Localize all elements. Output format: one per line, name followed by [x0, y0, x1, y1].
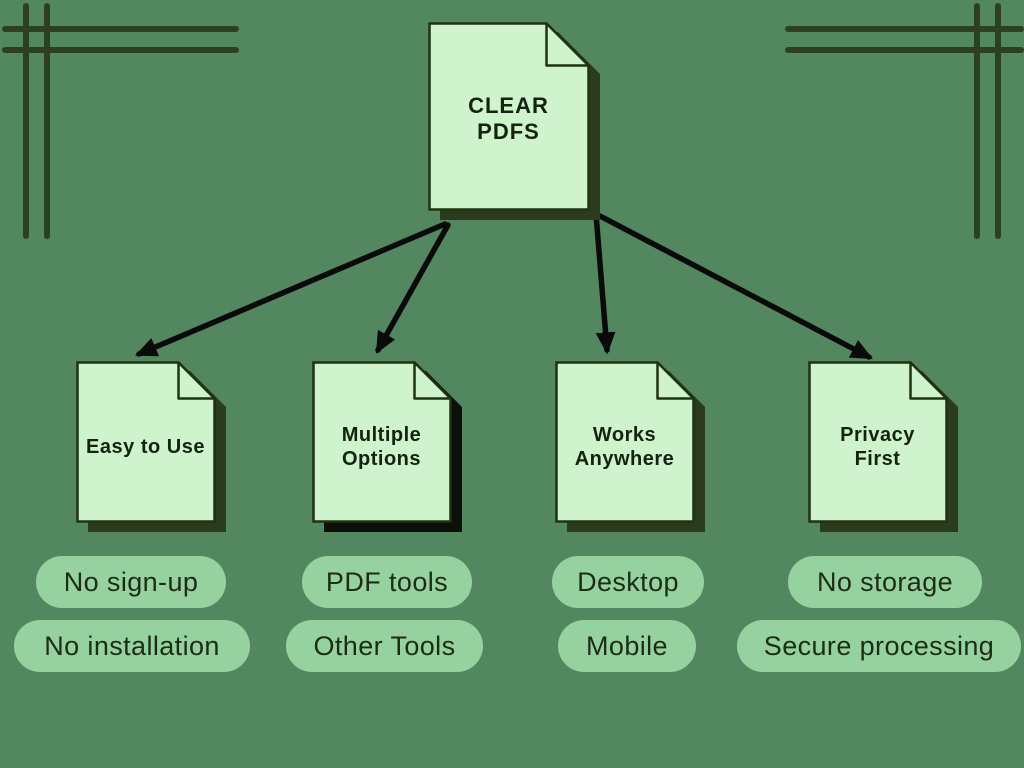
document-icon: [555, 361, 705, 532]
document-page: [312, 361, 452, 523]
corner-line: [785, 26, 1024, 32]
feature-document-easy-to-use: Easy to Use: [76, 361, 228, 536]
tag-pill-no-sign-up: No sign-up: [36, 556, 226, 608]
root-document-label: CLEAR PDFS: [468, 92, 549, 144]
corner-line: [2, 26, 239, 32]
tag-pill-secure-processing: Secure processing: [737, 620, 1021, 672]
document-icon: [428, 22, 600, 220]
arrow-root-to-multiple-options: [375, 222, 451, 354]
feature-document-multiple-options: Multiple Options: [312, 361, 464, 536]
document-folded-corner-icon: [413, 361, 452, 400]
feature-document-label: Easy to Use: [86, 436, 205, 459]
document-icon: [808, 361, 958, 532]
corner-line: [995, 3, 1001, 239]
tag-pill-other-tools: Other Tools: [286, 620, 483, 672]
arrow-root-to-works-anywhere: [593, 211, 616, 355]
document-page: [555, 361, 695, 523]
document-page: [76, 361, 216, 523]
document-folded-corner-icon: [545, 22, 590, 67]
document-icon: [76, 361, 226, 532]
tag-pill-mobile: Mobile: [558, 620, 696, 672]
corner-line: [974, 3, 980, 239]
feature-document-label: Multiple Options: [341, 424, 422, 470]
arrow-root-to-easy-to-use: [134, 221, 448, 357]
arrow-root-to-privacy-first: [597, 213, 873, 360]
corner-line: [2, 47, 239, 53]
feature-document-privacy-first: Privacy First: [808, 361, 960, 536]
feature-document-label: Privacy First: [840, 424, 915, 470]
feature-document-works-anywhere: Works Anywhere: [555, 361, 707, 536]
feature-document-label: Works Anywhere: [574, 424, 675, 470]
root-document: CLEAR PDFS: [428, 22, 602, 224]
document-folded-corner-icon: [177, 361, 216, 400]
document-page: [428, 22, 590, 211]
tag-pill-desktop: Desktop: [552, 556, 704, 608]
corner-line: [785, 47, 1024, 53]
document-folded-corner-icon: [909, 361, 948, 400]
document-folded-corner-icon: [656, 361, 695, 400]
tag-pill-pdf-tools: PDF tools: [302, 556, 472, 608]
corner-line: [23, 3, 29, 239]
tag-pill-no-installation: No installation: [14, 620, 250, 672]
tag-pill-no-storage: No storage: [788, 556, 982, 608]
corner-line: [44, 3, 50, 239]
document-icon: [312, 361, 462, 532]
document-page: [808, 361, 948, 523]
